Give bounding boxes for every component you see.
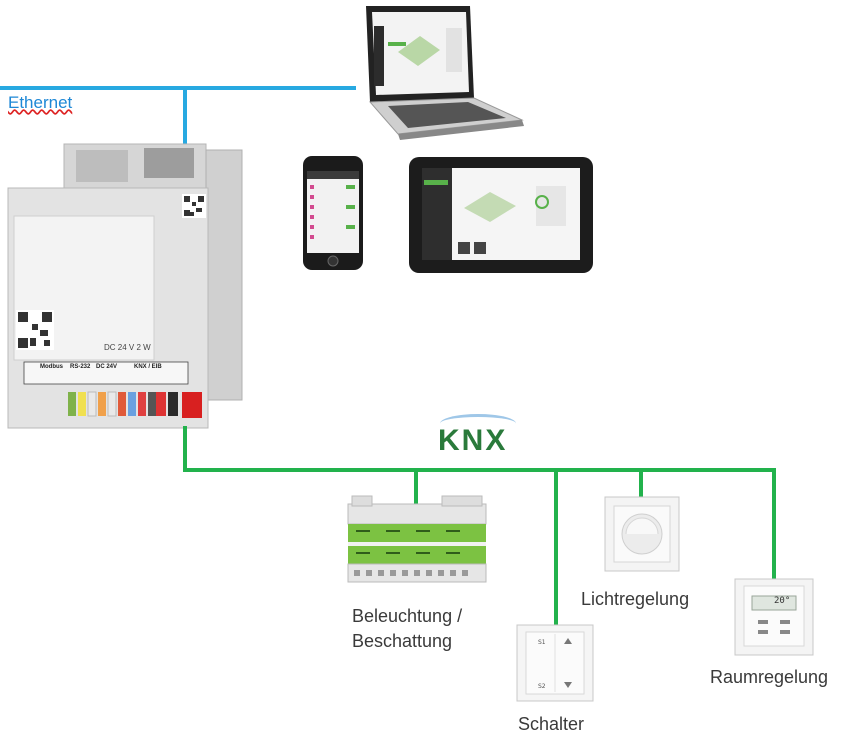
label-switch: Schalter	[518, 714, 585, 734]
thermostat-display-reading: 20°	[774, 596, 791, 606]
lighting-actuator-image	[347, 495, 487, 583]
label-room-control: Raumregelung	[710, 667, 829, 687]
gateway-terminal-dc24v: DC 24V	[96, 364, 118, 370]
switch-image: S1 S2	[516, 624, 594, 702]
tablet-image	[409, 157, 593, 273]
gateway-power-label: DC 24 V 2 W	[104, 343, 151, 352]
knx-logo-arc	[440, 414, 516, 433]
knx-bus-drop	[183, 426, 187, 472]
laptop-image	[366, 6, 524, 140]
knx-gateway-image	[7, 143, 243, 429]
label-light-control: Lichtregelung	[581, 589, 690, 609]
room-control-thermostat-image	[734, 578, 814, 656]
ethernet-drop	[183, 86, 187, 148]
label-lighting: Beleuchtung /	[352, 606, 463, 626]
knx-bus-branch-room-control	[772, 468, 776, 580]
gateway-terminal-modbus: Modbus	[40, 364, 63, 370]
knx-bus-branch-switch	[554, 468, 558, 626]
svg-text:S1: S1	[538, 639, 546, 646]
ethernet-line	[0, 86, 356, 90]
knx-bus-branch-light-control	[639, 468, 643, 498]
knx-logo: KNX	[438, 424, 508, 457]
smartphone-image	[303, 156, 363, 270]
ethernet-label: Ethernet	[8, 93, 73, 112]
gateway-terminal-knx: KNX / EIB	[134, 364, 162, 370]
svg-text:S2: S2	[538, 683, 546, 690]
gateway-terminal-rs232: RS-232	[70, 364, 91, 370]
light-control-sensor-image	[604, 496, 680, 572]
knx-bus-line	[183, 468, 776, 472]
knx-bus-branch-lighting	[414, 468, 418, 508]
label-shading: Beschattung	[352, 631, 453, 651]
